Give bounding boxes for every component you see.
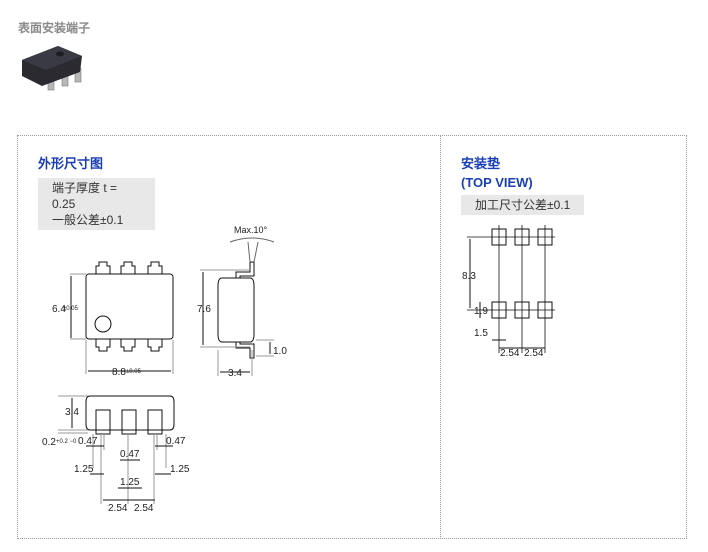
dim-pad-mid: 1.25 <box>120 477 140 488</box>
outline-note: 端子厚度 t = 0.25 一般公差±0.1 <box>38 178 155 230</box>
dim-pitch-1: 2.54 <box>108 503 128 514</box>
pad-pitch-1: 2.54 <box>500 348 520 359</box>
dim-lead-drop: 1.0 <box>273 346 287 357</box>
dim-angle: Max.10° <box>234 225 268 235</box>
pad-row-spacing: 8.3 <box>462 271 476 282</box>
pads-title: 安装垫 (TOP VIEW) <box>461 154 533 192</box>
dim-width: 8.8 <box>112 367 126 378</box>
drawing-frame <box>17 135 687 539</box>
chip-photo <box>22 46 82 91</box>
dim-pitch-2: 2.54 <box>134 503 154 514</box>
dim-width-tol: ±0.05 <box>126 369 142 375</box>
dim-pad-right: 1.25 <box>170 464 190 475</box>
dim-height-tol: ±0.05 <box>63 306 79 312</box>
dim-lead-width-right: 0.47 <box>166 436 186 447</box>
package-top-view <box>85 261 174 352</box>
pad-pitch-2: 2.54 <box>524 348 544 359</box>
note-tolerance: 一般公差±0.1 <box>52 213 124 227</box>
outline-title: 外形尺寸图 <box>38 156 104 171</box>
dim-lead-width-mid: 0.47 <box>120 449 140 460</box>
dim-side-width: 3.4 <box>228 368 242 379</box>
pads-subtitle: (TOP VIEW) <box>461 175 533 190</box>
pad-width: 1.5 <box>474 328 488 339</box>
pad-height: 1.9 <box>474 306 488 317</box>
divider <box>440 135 441 539</box>
mounting-pads <box>467 225 555 353</box>
dim-pad-left: 1.25 <box>74 464 94 475</box>
pads-note: 加工尺寸公差±0.1 <box>461 195 585 215</box>
dim-standoff-tol: +0.2 −0 <box>56 439 77 445</box>
package-end-view <box>85 395 175 435</box>
dim-side-height: 7.6 <box>197 304 211 315</box>
dim-height: 6.4 <box>52 304 66 315</box>
note-thickness: 端子厚度 t = 0.25 <box>52 181 118 211</box>
section-title: 表面安装端子 <box>18 21 91 35</box>
dim-body-thickness: 3.4 <box>65 407 79 418</box>
dim-lead-width-left: 0.47 <box>78 436 98 447</box>
dim-standoff: 0.2 <box>42 437 56 448</box>
pads-title-text: 安装垫 <box>461 156 501 171</box>
package-side-view <box>217 237 275 359</box>
